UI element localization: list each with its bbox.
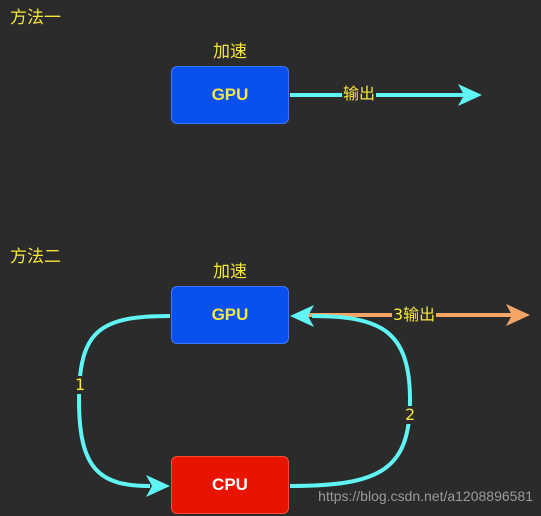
method1-output-arrow <box>290 84 482 106</box>
method1-title: 方法一 <box>10 8 61 28</box>
method2-output-label: 3输出 <box>392 305 437 324</box>
method1-output-label: 输出 <box>342 84 377 103</box>
method1-gpu-node: GPU <box>171 66 289 124</box>
method1-gpu-label: GPU <box>211 85 249 104</box>
method2-cpu-label: CPU <box>212 475 248 494</box>
method2-title: 方法二 <box>10 247 61 267</box>
edge2-label: 2 <box>404 405 417 424</box>
method2-cpu-node: CPU <box>171 456 289 514</box>
method2-gpu-label: GPU <box>211 305 249 324</box>
edge-cpu-to-gpu <box>289 305 413 488</box>
method2-accel-label: 加速 <box>213 262 247 282</box>
method2-gpu-node: GPU <box>171 286 289 344</box>
watermark-text: https://blog.csdn.net/a1208896581 <box>318 488 533 504</box>
method1-accel-label: 加速 <box>213 42 247 62</box>
edge1-label: 1 <box>74 375 87 394</box>
edge-gpu-to-cpu <box>76 314 171 497</box>
